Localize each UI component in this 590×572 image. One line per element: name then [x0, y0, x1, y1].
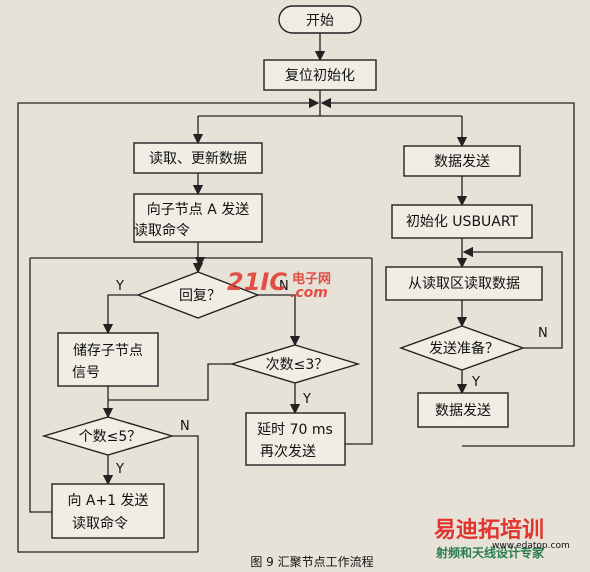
- node-send-child-label-1: 向子节点 A 发送: [147, 202, 249, 218]
- label-count-yes: Y: [115, 462, 124, 477]
- connectors: [17, 33, 575, 553]
- watermark-21ic-com: .com: [290, 285, 328, 301]
- node-init: 复位初始化: [263, 59, 377, 91]
- node-read-update: 读取、更新数据: [133, 142, 263, 174]
- node-read-update-label: 读取、更新数据: [149, 150, 247, 167]
- node-init-usb-label: 初始化 USBUART: [406, 213, 519, 230]
- label-times-yes: Y: [302, 392, 311, 407]
- edge-delay-loop: [345, 258, 373, 445]
- node-data-send-bottom: 数据发送: [417, 392, 509, 428]
- node-read-buffer: 从读取区读取数据: [385, 266, 543, 301]
- edge-count-no: [172, 435, 199, 552]
- node-reply-decision: 回复？: [136, 271, 260, 319]
- node-ready-label: 发送准备？: [429, 340, 499, 357]
- node-times-label: 次数≤3？: [266, 357, 329, 373]
- watermark-edatop: 易迪拓培训 射频和天线设计专家 www.edatop.com: [434, 517, 570, 560]
- node-times-decision: 次数≤3？: [229, 344, 361, 384]
- node-start-label: 开始: [306, 13, 334, 29]
- node-data-send-bottom-label: 数据发送: [435, 403, 491, 419]
- label-reply-yes: Y: [115, 279, 124, 294]
- label-ready-no: N: [538, 326, 548, 341]
- node-delay: 延时 70 ms 再次发送: [245, 412, 346, 466]
- node-store-label-1: 储存子节点: [73, 343, 143, 359]
- node-store-label-2: 信号: [72, 365, 100, 381]
- node-init-label: 复位初始化: [285, 67, 355, 84]
- watermark-21ic-cn: 电子网: [292, 271, 331, 287]
- edge-ready-no: [462, 246, 563, 349]
- node-start: 开始: [278, 5, 362, 34]
- node-data-send-top-label: 数据发送: [434, 154, 490, 170]
- node-send-child: 向子节点 A 发送 读取命令: [133, 193, 263, 243]
- node-ready-decision: 发送准备？: [398, 325, 526, 371]
- watermark-edatop-url: www.edatop.com: [492, 541, 570, 551]
- label-ready-yes: Y: [471, 375, 480, 390]
- watermark-21ic: 21IC 电子网 .com: [227, 268, 331, 301]
- watermark-21ic-text: 21IC: [227, 268, 287, 296]
- node-count-label: 个数≤5？: [79, 429, 142, 445]
- label-reply-no: N: [279, 279, 289, 294]
- edge-reply-no: [258, 294, 301, 347]
- edge-outer-right-loop: [320, 97, 575, 447]
- node-count-decision: 个数≤5？: [41, 416, 175, 456]
- edge-labels: Y N Y Y N Y N: [115, 279, 548, 477]
- node-delay-label-2: 再次发送: [260, 444, 316, 460]
- node-send-next-label-1: 向 A+1 发送: [67, 493, 148, 509]
- node-send-next: 向 A+1 发送 读取命令: [51, 483, 165, 539]
- edge-sendnext-loop: [29, 258, 52, 513]
- node-delay-label-1: 延时 70 ms: [257, 422, 333, 438]
- figure-caption: 图 9 汇聚节点工作流程: [250, 554, 373, 568]
- edge-outer-left-loop: [17, 97, 320, 553]
- node-init-usb: 初始化 USBUART: [391, 204, 533, 239]
- node-store: 储存子节点 信号: [57, 332, 159, 387]
- node-data-send-top: 数据发送: [403, 145, 521, 177]
- node-read-buffer-label: 从读取区读取数据: [408, 275, 520, 292]
- edge-reply-yes: [102, 294, 138, 335]
- label-count-no: N: [180, 419, 190, 434]
- node-send-next-label-2: 读取命令: [72, 515, 128, 532]
- node-send-child-label-2: 读取命令: [134, 222, 190, 239]
- watermark-edatop-text: 易迪拓培训: [434, 517, 544, 543]
- watermark-edatop-sub: 射频和天线设计专家: [435, 545, 545, 560]
- node-reply-label: 回复？: [179, 287, 221, 304]
- edge-times-no: [108, 363, 232, 401]
